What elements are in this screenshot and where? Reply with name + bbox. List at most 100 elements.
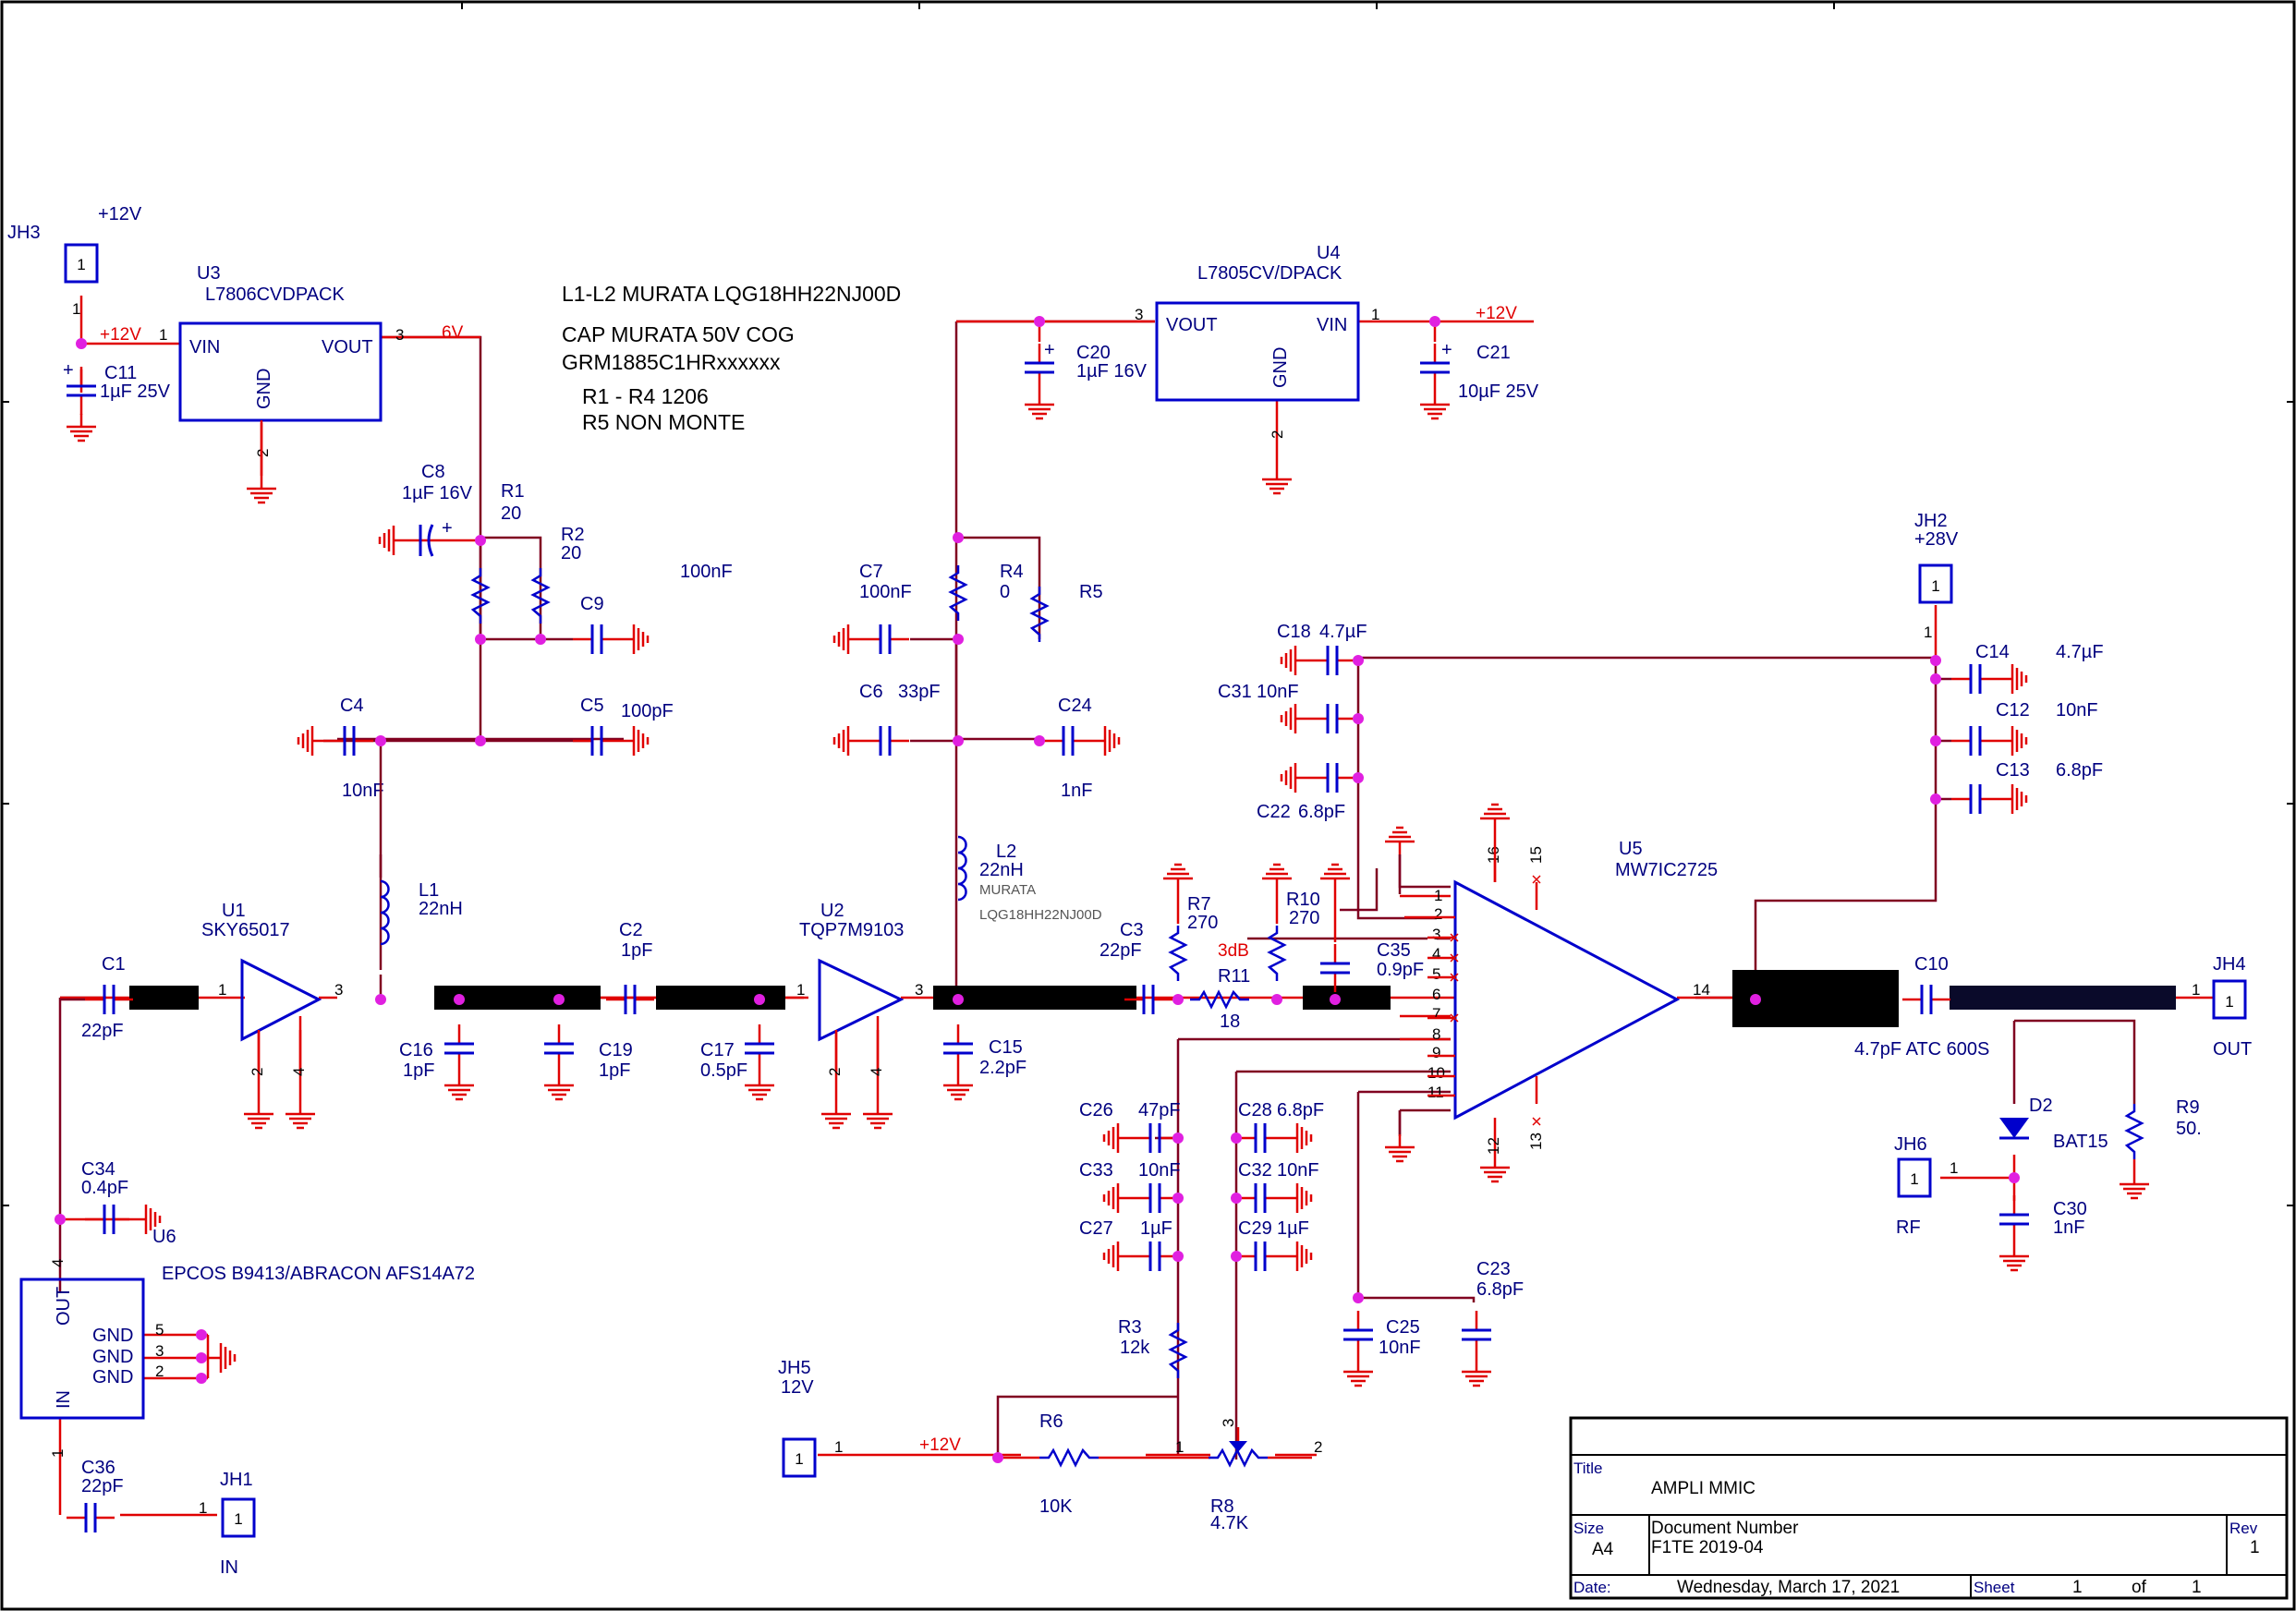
svg-text:1: 1 xyxy=(1931,577,1939,595)
svg-text:50.: 50. xyxy=(2176,1119,2202,1139)
svg-text:3: 3 xyxy=(1220,1419,1237,1427)
c4-capacitor[interactable]: C4 10nF xyxy=(297,696,384,801)
r10-resistor[interactable]: R10 270 xyxy=(1260,863,1320,983)
title-block: Title AMPLI MMIC Size A4 Document Number… xyxy=(1569,1416,2289,1600)
svg-text:SKY65017: SKY65017 xyxy=(201,920,290,940)
c34-capacitor[interactable]: C34 0.4pF xyxy=(81,1159,162,1236)
svg-text:C30: C30 xyxy=(2053,1199,2087,1219)
c14-capacitor[interactable]: C14 4.7µF xyxy=(1936,642,2104,696)
svg-text:1: 1 xyxy=(1371,306,1379,323)
svg-text:C4: C4 xyxy=(340,696,364,716)
jh4-header[interactable]: 1 JH4 OUT 1 xyxy=(2192,954,2252,1060)
c31-capacitor[interactable]: C31 10nF xyxy=(1218,682,1358,735)
r5-resistor[interactable]: R5 xyxy=(1030,582,1103,644)
c8-capacitor[interactable]: + C8 1µF 16V xyxy=(378,462,480,557)
c26-capacitor[interactable]: C26 47pF xyxy=(1079,1100,1181,1155)
c36-capacitor[interactable]: C36 22pF xyxy=(65,1458,124,1534)
jh6-header[interactable]: 1 JH6 RF 1 xyxy=(1894,1134,1958,1238)
svg-text:1: 1 xyxy=(159,326,167,344)
r6-resistor[interactable]: R6 10K xyxy=(998,1411,1210,1517)
r11-resistor[interactable]: R11 18 xyxy=(1188,966,1251,1032)
c18-capacitor[interactable]: C18 4.7µF xyxy=(1277,622,1367,677)
svg-text:U5: U5 xyxy=(1619,839,1643,859)
svg-text:10K: 10K xyxy=(1039,1496,1073,1517)
svg-text:0: 0 xyxy=(1000,582,1010,602)
svg-text:IN: IN xyxy=(54,1390,74,1409)
c1-capacitor[interactable]: C1 22pF xyxy=(81,954,135,1041)
c9-value: 100nF xyxy=(680,562,733,582)
u2-amplifier[interactable]: U2 TQP7M9103 1 3 2 4 xyxy=(796,901,923,1130)
svg-text:C13: C13 xyxy=(1996,760,2030,781)
svg-text:C27: C27 xyxy=(1079,1218,1113,1239)
c25-capacitor[interactable]: C25 10nF xyxy=(1342,1309,1421,1387)
jh1-header[interactable]: 1 JH1 IN 1 xyxy=(199,1470,256,1578)
jh2-header[interactable]: 1 JH2 +28V 1 xyxy=(1914,511,1959,641)
r3-resistor[interactable]: R3 12k xyxy=(1118,1317,1187,1380)
r8-potentiometer[interactable]: 1 2 3 R8 4.7K xyxy=(1175,1419,1322,1533)
jh3-header[interactable]: 1 JH3 +12V 1 xyxy=(7,204,142,318)
c24-capacitor[interactable]: C24 1nF xyxy=(1039,696,1121,801)
svg-text:13: 13 xyxy=(1527,1133,1545,1150)
u6-ref: U6 xyxy=(152,1227,176,1247)
c35-capacitor[interactable]: C35 0.9pF xyxy=(1318,863,1424,994)
r9-resistor[interactable]: R9 50. xyxy=(2118,1097,2202,1200)
c11-capacitor[interactable]: + C11 1µF 25V xyxy=(63,360,171,442)
svg-text:100nF: 100nF xyxy=(859,582,912,602)
c5-capacitor[interactable]: C5 100pF xyxy=(571,696,674,757)
svg-text:MW7IC2725: MW7IC2725 xyxy=(1615,860,1718,880)
u4-regulator[interactable]: VOUT VIN GND U4 L7805CV/DPACK 3 1 2 xyxy=(1135,243,1379,495)
r2-resistor[interactable]: R2 20 xyxy=(531,525,585,625)
c13-capacitor[interactable]: C13 6.8pF xyxy=(1936,760,2103,816)
c28-capacitor[interactable]: C28 6.8pF xyxy=(1234,1100,1324,1155)
c33-capacitor[interactable]: C33 10nF xyxy=(1079,1160,1181,1215)
c16-capacitor[interactable]: C16 1pF xyxy=(399,1023,476,1101)
c9-capacitor[interactable]: C9 xyxy=(571,594,650,656)
svg-text:100pF: 100pF xyxy=(621,701,674,721)
c3-capacitor[interactable]: C3 22pF xyxy=(1099,920,1174,1016)
l2-inductor[interactable]: L2 22nH MURATA LQG18HH22NJ00D xyxy=(956,835,1102,923)
c19-capacitor[interactable]: C19 1pF xyxy=(542,1023,633,1101)
c17-capacitor[interactable]: C17 0.5pF xyxy=(700,1023,776,1101)
svg-text:6.8pF: 6.8pF xyxy=(1277,1100,1324,1120)
r4-resistor[interactable]: R4 0 xyxy=(949,562,1024,623)
c12-capacitor[interactable]: C12 10nF xyxy=(1936,700,2098,757)
r7-resistor[interactable]: R7 270 xyxy=(1161,863,1218,983)
c32-capacitor[interactable]: C32 10nF xyxy=(1234,1160,1319,1215)
r1-resistor[interactable]: R1 20 xyxy=(471,481,525,625)
d2-diode[interactable]: D2 BAT15 xyxy=(1999,1096,2108,1152)
c30-capacitor[interactable]: C30 1nF xyxy=(1998,1193,2087,1272)
svg-text:R7: R7 xyxy=(1187,894,1211,915)
c23-capacitor[interactable]: C23 6.8pF xyxy=(1460,1259,1524,1387)
svg-text:7: 7 xyxy=(1432,1005,1440,1023)
c15-capacitor[interactable]: C15 2.2pF xyxy=(941,1023,1027,1101)
c10-capacitor[interactable]: C10 4.7pF ATC 600S xyxy=(1854,954,1989,1060)
c21-capacitor[interactable]: + C21 10µF 25V xyxy=(1418,340,1539,420)
svg-text:L7806CVDPACK: L7806CVDPACK xyxy=(205,285,345,305)
wires xyxy=(58,320,2136,1460)
u3-regulator[interactable]: VIN VOUT GND U3 L7806CVDPACK 1 3 2 xyxy=(159,263,404,504)
svg-text:10nF: 10nF xyxy=(1257,682,1299,702)
svg-text:C19: C19 xyxy=(599,1040,633,1060)
svg-text:GRM1885C1HRxxxxxx: GRM1885C1HRxxxxxx xyxy=(562,350,781,374)
c6-capacitor[interactable]: C6 33pF xyxy=(832,682,956,757)
u1-amplifier[interactable]: U1 SKY65017 1 3 2 4 xyxy=(201,901,343,1130)
svg-text:5: 5 xyxy=(155,1321,164,1338)
c2-capacitor[interactable]: C2 1pF xyxy=(604,920,656,1016)
svg-text:2: 2 xyxy=(826,1068,844,1076)
c27-capacitor[interactable]: C27 1µF xyxy=(1079,1218,1181,1273)
svg-text:10nF: 10nF xyxy=(1277,1160,1319,1181)
c20-capacitor[interactable]: + C20 1µF 16V xyxy=(1023,340,1148,420)
c29-capacitor[interactable]: C29 1µF xyxy=(1234,1218,1313,1273)
svg-text:GND: GND xyxy=(254,369,274,409)
jh5-header[interactable]: 1 JH5 12V 1 xyxy=(778,1358,843,1478)
u5-mmic[interactable]: U5 MW7IC2725 12 34 56 78 910 11 14 16 15… xyxy=(1383,803,1718,1183)
c22-capacitor[interactable]: C22 6.8pF xyxy=(1257,761,1358,822)
svg-text:C21: C21 xyxy=(1476,343,1511,363)
c7-capacitor[interactable]: C7 100nF xyxy=(832,562,956,656)
svg-text:6.8pF: 6.8pF xyxy=(1298,802,1345,822)
svg-text:R10: R10 xyxy=(1286,890,1320,910)
u6-saw-filter[interactable]: OUT IN GND GND GND 5 3 2 4 1 EPCOS B9413… xyxy=(19,1259,475,1458)
l1-inductor[interactable]: L1 22nH xyxy=(379,741,463,999)
svg-text:2.2pF: 2.2pF xyxy=(979,1058,1027,1078)
